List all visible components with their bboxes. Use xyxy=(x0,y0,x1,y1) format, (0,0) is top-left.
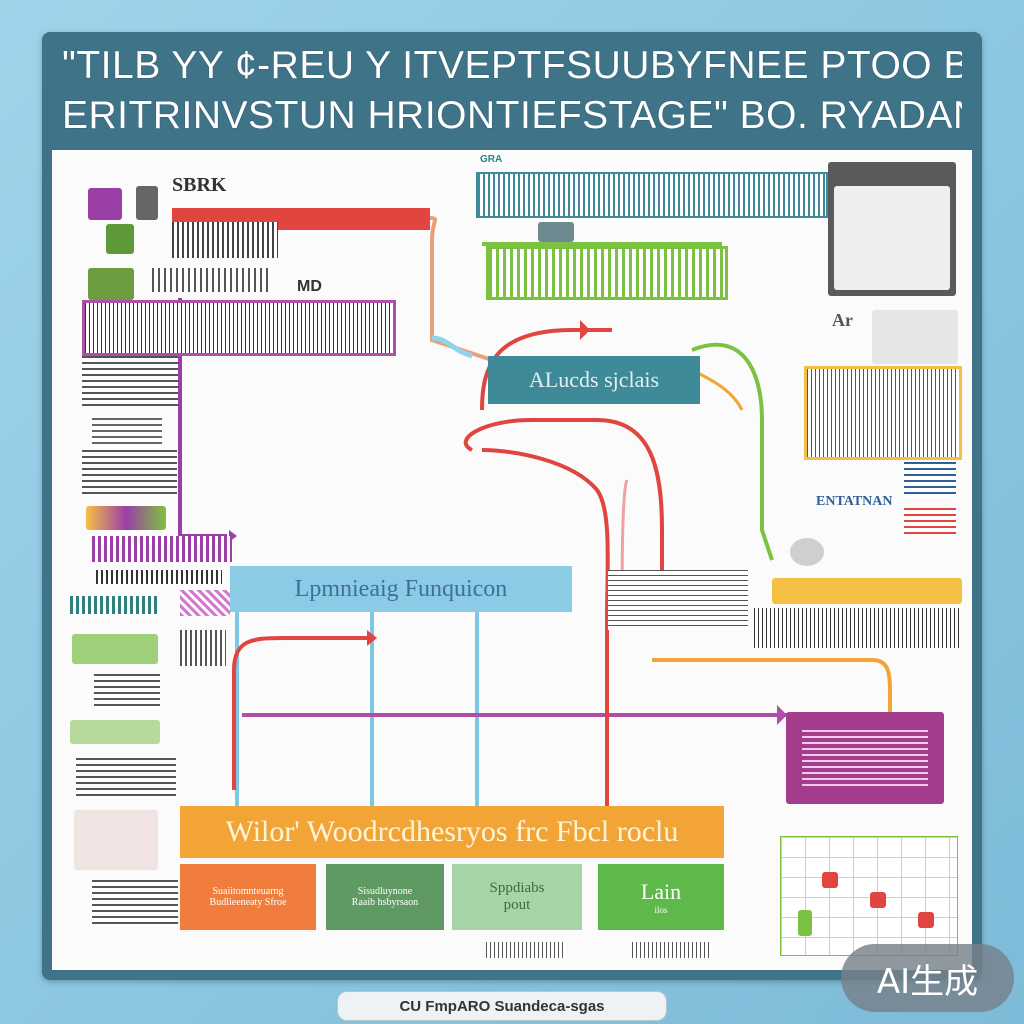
barcode-block-2 xyxy=(152,268,272,292)
bottom-note-2 xyxy=(632,942,712,958)
grid-mark-1 xyxy=(822,872,838,888)
ai-generated-badge: AI生成 xyxy=(841,944,1014,1012)
barcode-block-1 xyxy=(172,222,278,258)
red-curve-top xyxy=(480,328,612,411)
diagram-canvas: SBRK MD GRA Ar ENTATNAN ALucds sjclais L… xyxy=(52,150,972,970)
right-heading: ENTATNAN xyxy=(816,494,893,509)
thumb-4 xyxy=(88,268,134,300)
red-connector xyxy=(429,216,493,362)
card-green[interactable]: Lain ilos xyxy=(598,864,724,930)
top-left-heading: SBRK xyxy=(172,174,227,196)
grid-mark-3 xyxy=(918,912,934,928)
right-mini-chart-2 xyxy=(904,508,956,534)
right-text-1 xyxy=(754,608,960,648)
thumb-3 xyxy=(106,224,134,254)
red-curve-mid xyxy=(463,418,664,570)
yellow-band xyxy=(772,578,962,604)
purple-stripe xyxy=(92,536,232,562)
bottom-hub[interactable]: Wilor' Woodrcdhesryos frc Fbcl roclu xyxy=(180,806,724,858)
right-photo xyxy=(834,186,950,290)
magenta-box-text xyxy=(802,730,928,786)
small-device xyxy=(538,222,574,242)
light-blue-curve xyxy=(431,335,473,359)
card-green-title: Lain xyxy=(640,879,682,904)
card-green-dark[interactable]: Sisudluynone Raaib hsbyrsaon xyxy=(326,864,444,930)
orange-curve xyxy=(652,658,892,715)
green-curve xyxy=(691,342,774,561)
green-thumb-2 xyxy=(70,720,160,744)
left-text-8 xyxy=(92,880,178,926)
grid-mark-2 xyxy=(870,892,886,908)
thumb-2 xyxy=(136,186,158,220)
bottom-note-1 xyxy=(486,942,566,958)
left-text-6 xyxy=(94,674,160,710)
right-figure xyxy=(872,310,958,364)
left-hub[interactable]: Lpmnieaig Funquicon xyxy=(230,566,572,612)
calendar-grid xyxy=(780,836,958,956)
pink-stripe xyxy=(180,590,230,616)
arrow-head-3 xyxy=(777,705,787,725)
red-arc-left xyxy=(232,636,372,790)
card-green-sub: ilos xyxy=(654,905,668,915)
green-thumb xyxy=(72,634,158,664)
top-center-heading: GRA xyxy=(480,154,503,165)
mini-arrows-label: Ar xyxy=(832,310,853,330)
arrow-head-2 xyxy=(580,320,590,340)
left-text-4 xyxy=(96,570,222,584)
arrow-head-1 xyxy=(367,630,377,646)
center-right-text xyxy=(608,570,748,630)
title-line-2: ERITRINVSTUN HRIONTIEFSTAGE" BO. RYADANS… xyxy=(62,94,962,137)
left-text-3 xyxy=(82,450,177,496)
md-label: MD xyxy=(297,278,322,295)
thumb-1 xyxy=(88,188,122,220)
red-curve-down xyxy=(481,448,610,810)
left-text-1 xyxy=(82,356,178,406)
left-text-2 xyxy=(92,418,162,448)
left-text-7 xyxy=(76,758,176,798)
green-line xyxy=(482,242,722,246)
round-icon xyxy=(790,538,824,566)
card-green-light[interactable]: Sppdiabs pout xyxy=(452,864,582,930)
right-mini-chart-1 xyxy=(904,462,956,498)
teal-stripe xyxy=(70,596,160,614)
green-keyboard xyxy=(486,246,728,300)
purple-box xyxy=(82,300,396,356)
flow-connectors xyxy=(172,208,892,810)
title-line-1: "TILB YY ¢-REU Y ITVEPTFSUUBYFNEE PTOO B… xyxy=(62,44,962,87)
left-text-5 xyxy=(180,630,226,666)
left-icon-row xyxy=(86,506,166,530)
yellow-table xyxy=(804,366,962,460)
top-barcode-strip xyxy=(476,172,828,218)
card-orange[interactable]: Suaiitomnteuarng Budlieeneaty Sfroe xyxy=(180,864,316,930)
bottom-caption: CU FmpARO Suandeca-sgas xyxy=(337,991,667,1021)
center-hub[interactable]: ALucds sjclais xyxy=(488,356,700,404)
pink-ribbon-box xyxy=(74,810,158,870)
tree-icon xyxy=(798,910,812,936)
poster-title: "TILB YY ¢-REU Y ITVEPTFSUUBYFNEE PTOO B… xyxy=(48,38,976,150)
